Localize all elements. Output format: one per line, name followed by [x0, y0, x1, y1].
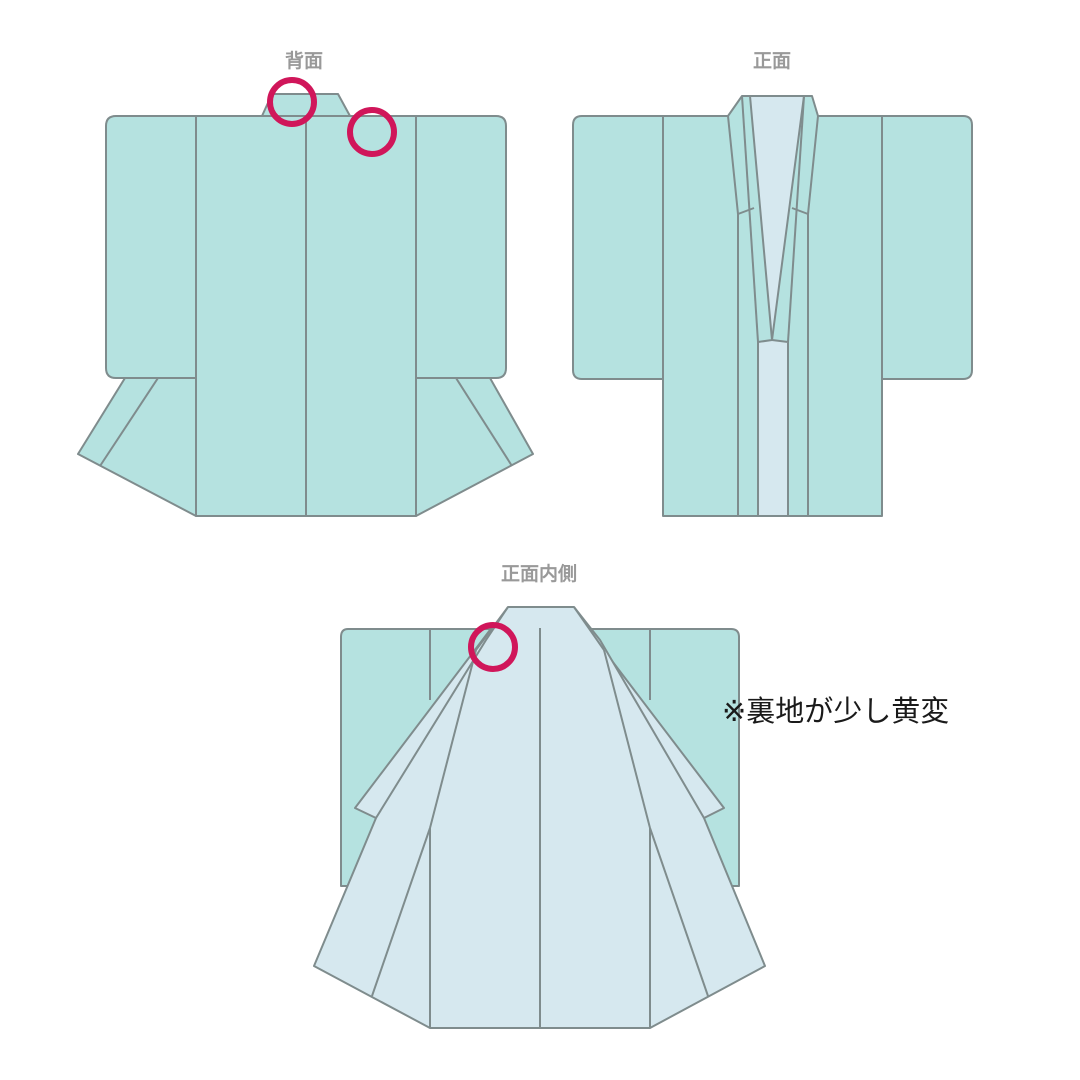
- back-left-gusset-seam: [99, 377, 159, 467]
- back-right-gusset-seam: [455, 377, 513, 467]
- inside-right-panel-seam: [603, 649, 651, 829]
- back-right-sleeve: [415, 115, 507, 379]
- inside-left-gusset-seam: [371, 827, 431, 997]
- back-body-right-panel: [305, 115, 417, 517]
- inside-collar-join-right: [573, 606, 605, 651]
- inside-left-panel-seam: [429, 649, 477, 829]
- front-left-collar-edge: [741, 95, 759, 343]
- back-marker-2: [347, 107, 397, 157]
- back-lower-left-gusset: [77, 377, 199, 517]
- back-body-left-panel: [195, 115, 307, 517]
- front-right-collar-tick: [791, 207, 809, 215]
- front-view: [572, 95, 973, 517]
- front-right-collar: [771, 95, 819, 517]
- lining-note: ※裏地が少し黄変: [722, 694, 950, 728]
- inside-right-gusset-seam: [649, 827, 709, 997]
- front-inside-view: [313, 606, 766, 1029]
- front-left-sleeve: [572, 115, 664, 380]
- inside-collar-join-left: [475, 606, 509, 651]
- front-left-collar: [727, 95, 773, 517]
- front-right-collar-edge: [787, 95, 805, 343]
- back-view-title: 背面: [284, 50, 324, 72]
- back-left-sleeve: [105, 115, 197, 379]
- front-left-collar-tick: [737, 207, 755, 215]
- front-right-sleeve: [881, 115, 973, 380]
- front-inside-marker: [468, 622, 518, 672]
- back-lower-right-gusset: [413, 377, 534, 517]
- back-marker-1: [267, 77, 317, 127]
- front-view-title: 正面: [752, 50, 792, 72]
- back-view: [77, 93, 534, 517]
- front-inside-view-title: 正面内側: [500, 563, 578, 585]
